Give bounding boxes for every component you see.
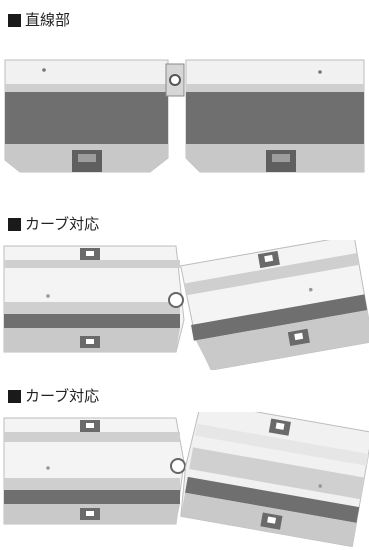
black-square-bullet-icon [8, 13, 21, 27]
left-block [3, 245, 185, 353]
joint-ring-icon [165, 63, 185, 97]
right-block [180, 412, 369, 548]
black-square-bullet-icon [8, 217, 21, 231]
left-block [3, 417, 185, 525]
section-straight: 直線部 [0, 0, 369, 190]
section-title: カーブ対応 [25, 215, 100, 233]
section-curve-1: カーブ対応 [0, 200, 369, 370]
right-block [185, 59, 365, 173]
curve-barrier-illustration-2 [3, 412, 369, 548]
section-title: カーブ対応 [25, 387, 100, 405]
joint-ring-icon [168, 292, 184, 308]
right-block [180, 240, 369, 370]
curve-barrier-illustration-1 [3, 240, 369, 370]
straight-barrier-illustration [4, 59, 365, 173]
section-heading: 直線部 [8, 12, 70, 28]
black-square-bullet-icon [8, 389, 21, 403]
joint-ring-icon [170, 458, 186, 474]
section-curve-2: カーブ対応 [0, 370, 369, 550]
left-block [4, 59, 169, 173]
section-heading: カーブ対応 [8, 388, 99, 404]
section-heading: カーブ対応 [8, 216, 99, 232]
section-title: 直線部 [25, 11, 71, 29]
